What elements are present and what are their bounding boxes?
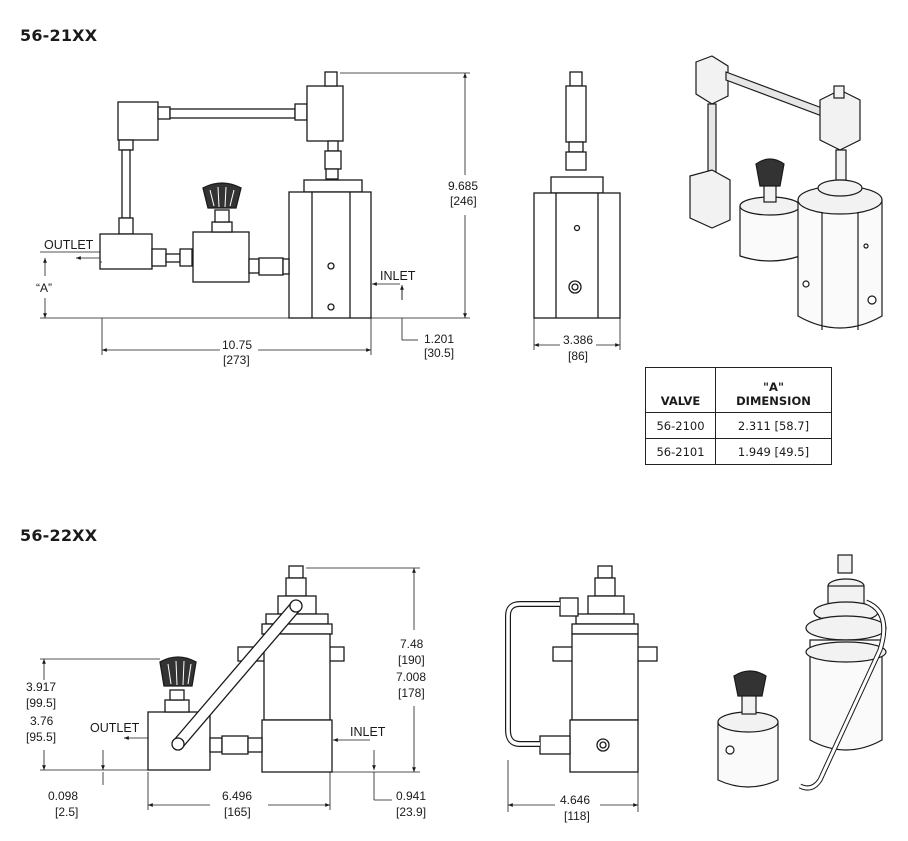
table-row: 56-2101 1.949 [49.5] [645,438,832,465]
dimension-lines-top [40,72,470,355]
outlet-label-top: OUTLET [44,238,94,252]
inlet-label-bottom: INLET [350,725,386,739]
table-cell-valve: 56-2100 [645,412,716,439]
height-mm-top: [246] [450,194,477,208]
inlet-in-bottom: 0.941 [396,789,426,803]
valve-dimension-table: VALVE "A" DIMENSION 56-2100 2.311 [58.7]… [645,367,832,465]
side-mm-top: [86] [568,349,588,363]
total1-in-bottom: 7.48 [400,637,424,651]
table-cell-dimension: 1.949 [49.5] [715,438,832,465]
width-mm-top: [273] [223,353,250,367]
table-header-dimension: "A" DIMENSION [715,367,832,413]
inlet-mm-bottom: [23.9] [396,805,426,819]
width-mm-bottom: [165] [224,805,251,819]
isometric-56-21xx [689,55,883,330]
width-in-top: 10.75 [222,338,252,352]
total2-mm-bottom: [178] [398,686,425,700]
a-dimension-label: “A” [36,281,52,295]
table-cell-dimension: 2.311 [58.7] [715,412,832,439]
inlet-mm-top: [30.5] [424,346,454,360]
inlet-in-top: 1.201 [424,332,454,346]
side-mm-bottom: [118] [564,809,590,823]
table-header-a: "A" [763,380,784,394]
side-view-56-21xx [533,71,621,319]
table-cell-valve: 56-2101 [645,438,716,465]
total2-in-bottom: 7.008 [396,670,426,684]
front-view-56-22xx [147,565,345,773]
h1-in-bottom: 3.917 [26,680,56,694]
section-title-56-22xx: 56-22XX [20,526,98,545]
width-in-bottom: 6.496 [222,789,252,803]
h2-mm-bottom: [95.5] [26,730,56,744]
base-mm-bottom: [2.5] [55,805,78,819]
table-header-valve: VALVE [645,367,716,413]
base-in-bottom: 0.098 [48,789,78,803]
side-in-bottom: 4.646 [560,793,590,807]
outlet-label-bottom: OUTLET [90,721,140,735]
h1-mm-bottom: [99.5] [26,696,56,710]
section-title-56-21xx: 56-21XX [20,26,98,45]
h2-in-bottom: 3.76 [30,714,54,728]
front-view-56-21xx [99,71,372,319]
table-header-dimension-label: DIMENSION [736,394,811,408]
height-in-top: 9.685 [448,179,478,193]
inlet-label-top: INLET [380,269,416,283]
total1-mm-bottom: [190] [398,653,425,667]
side-in-top: 3.386 [563,333,593,347]
side-view-56-22xx [505,565,658,773]
table-row: 56-2100 2.311 [58.7] [645,412,832,439]
isometric-56-22xx [717,554,887,791]
